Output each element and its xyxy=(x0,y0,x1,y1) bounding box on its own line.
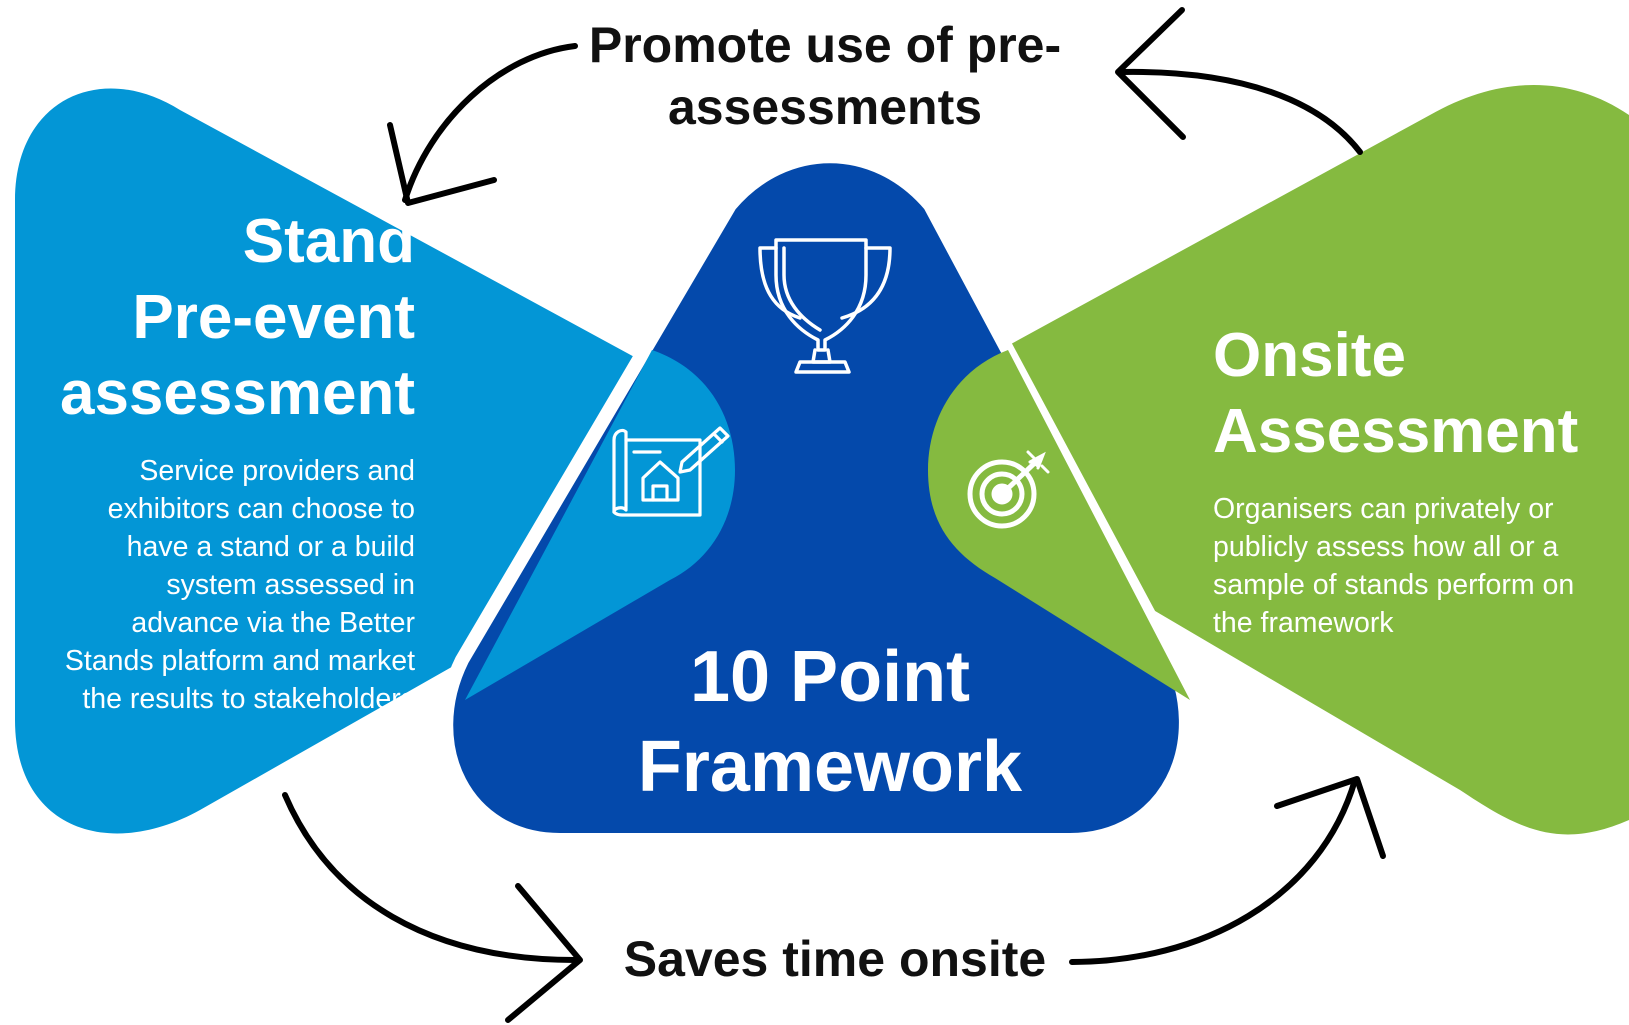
left-lobe xyxy=(465,350,735,700)
left-panel-body: Service providers and exhibitors can cho… xyxy=(64,455,415,715)
bottom-cycle-label: Saves time onsite xyxy=(623,931,1047,987)
trophy-icon xyxy=(758,238,892,374)
center-panel-shape xyxy=(439,149,1193,847)
top-cycle-label: Promote use of pre- assessments xyxy=(588,17,1062,135)
target-arrow-icon xyxy=(967,450,1050,529)
center-panel-title: 10 Point Framework xyxy=(637,637,1023,807)
cycle-arrow-top-left xyxy=(387,43,578,206)
left-panel-title: Stand Pre-event assessment xyxy=(59,207,415,428)
blueprint-house-icon xyxy=(612,426,730,517)
cycle-arrow-bottom-left xyxy=(282,792,583,1023)
cycle-arrow-top-right xyxy=(1115,7,1363,155)
cycle-arrow-bottom-right xyxy=(1069,776,1386,965)
right-panel-shape xyxy=(1000,85,1629,835)
right-panel-title: Onsite Assessment xyxy=(1213,321,1579,466)
right-lobe xyxy=(928,350,1190,700)
right-panel-body: Organisers can privately or publicly ass… xyxy=(1213,493,1575,639)
